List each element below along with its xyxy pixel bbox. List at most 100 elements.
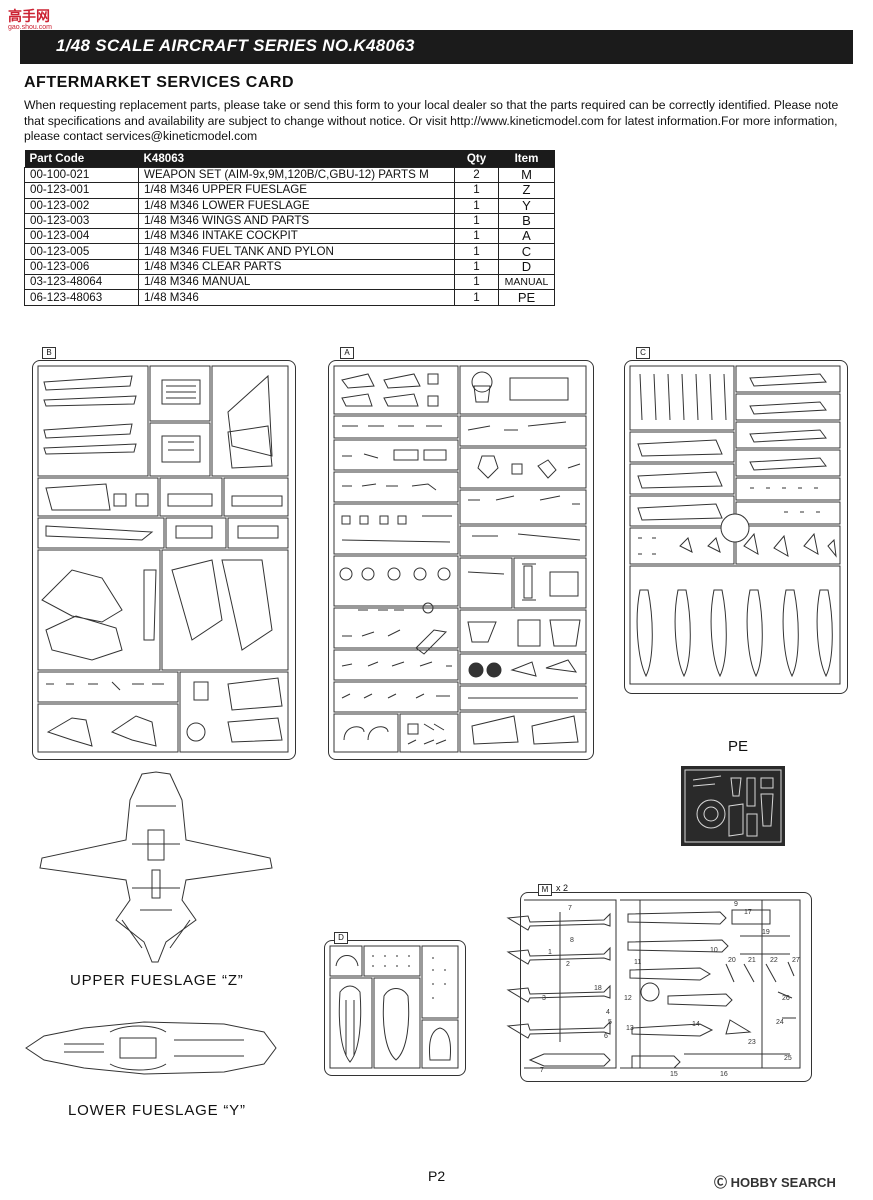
item-cell: B bbox=[498, 212, 555, 230]
sprue-m-part-number: 24 bbox=[776, 1019, 784, 1026]
item-cell: MANUAL bbox=[498, 274, 555, 291]
sprue-m-part-number: 8 bbox=[570, 937, 574, 944]
pe-fret-drawing bbox=[681, 766, 785, 846]
col-qty: Qty bbox=[454, 150, 499, 168]
item-cell: D bbox=[498, 258, 555, 276]
sprue-m-part-number: 15 bbox=[670, 1071, 678, 1078]
sprue-b-tag: B bbox=[42, 347, 56, 359]
col-part-code: Part Code bbox=[24, 150, 139, 168]
sprue-m-part-number: 3 bbox=[542, 995, 546, 1002]
item-cell: PE bbox=[498, 289, 555, 306]
sprue-m-part-number: 14 bbox=[692, 1021, 700, 1028]
sprue-m-part-number: 25 bbox=[784, 1055, 792, 1062]
qty-cell: 1 bbox=[454, 212, 499, 230]
col-item: Item bbox=[498, 150, 555, 168]
page-number: P2 bbox=[428, 1168, 446, 1184]
sprue-m-qty: x 2 bbox=[556, 883, 569, 893]
card-intro: When requesting replacement parts, pleas… bbox=[24, 98, 839, 143]
sprue-m-part-number: 2 bbox=[566, 961, 570, 968]
sprue-m-part-number: 5 bbox=[608, 1019, 612, 1026]
sprue-a bbox=[328, 360, 594, 760]
sprue-a-drawing bbox=[333, 365, 587, 753]
part-code-cell: 00-123-005 bbox=[24, 243, 139, 260]
hobbysearch-watermark: Ⓒ HOBBY SEARCH bbox=[714, 1172, 836, 1191]
part-code-cell: 00-123-004 bbox=[24, 228, 139, 245]
part-code-cell: 00-123-001 bbox=[24, 182, 139, 199]
qty-cell: 1 bbox=[454, 289, 499, 306]
sprue-b-drawing bbox=[37, 365, 289, 753]
sprue-m-part-number: 6 bbox=[604, 1033, 608, 1040]
sprue-m-part-number: 7 bbox=[540, 1067, 544, 1074]
description-cell: 1/48 M346 bbox=[138, 289, 455, 306]
item-cell: C bbox=[498, 243, 555, 260]
sprue-m-part-number: 11 bbox=[634, 959, 641, 966]
qty-cell: 1 bbox=[454, 258, 499, 276]
description-cell: 1/48 M346 LOWER FUESLAGE bbox=[138, 197, 455, 214]
sprue-m-part-number: 12 bbox=[624, 995, 632, 1002]
description-cell: 1/48 M346 WINGS AND PARTS bbox=[138, 212, 455, 230]
upper-fuselage-drawing bbox=[39, 771, 273, 963]
sprue-a-tag: A bbox=[340, 347, 354, 359]
watermark-title: 高手网 bbox=[8, 8, 50, 24]
qty-cell: 1 bbox=[454, 197, 499, 214]
part-code-cell: 00-123-003 bbox=[24, 212, 139, 230]
sprue-m-part-number: 17 bbox=[744, 909, 752, 916]
sprue-d-drawing bbox=[329, 945, 459, 1069]
sprue-d bbox=[324, 940, 466, 1076]
sprue-m-part-number: 22 bbox=[770, 957, 778, 964]
sprue-m-part-number: 20 bbox=[728, 957, 736, 964]
qty-cell: 1 bbox=[454, 182, 499, 199]
sprue-d-tag: D bbox=[334, 932, 348, 944]
lower-fuselage-label: LOWER FUESLAGE “Y” bbox=[68, 1102, 246, 1119]
page-title: 1/48 SCALE AIRCRAFT SERIES NO.K48063 bbox=[56, 36, 415, 55]
item-cell: M bbox=[498, 166, 555, 184]
hobbysearch-mark: Ⓒ bbox=[714, 1175, 728, 1190]
sprue-m-part-number: 1 bbox=[548, 949, 552, 956]
description-cell: 1/48 M346 CLEAR PARTS bbox=[138, 258, 455, 276]
item-cell: A bbox=[498, 228, 555, 245]
sprue-m-part-number: 19 bbox=[762, 929, 770, 936]
description-cell: 1/48 M346 INTAKE COCKPIT bbox=[138, 228, 455, 245]
sprue-m-part-number: 18 bbox=[594, 985, 602, 992]
hobbysearch-search: SEARCH bbox=[780, 1175, 836, 1190]
part-code-cell: 00-123-002 bbox=[24, 197, 139, 214]
qty-cell: 1 bbox=[454, 228, 499, 245]
sprue-m-tag: M bbox=[538, 884, 552, 896]
sprue-m-part-number: 9 bbox=[734, 901, 738, 908]
header-banner bbox=[20, 30, 853, 64]
description-cell: 1/48 M346 MANUAL bbox=[138, 274, 455, 291]
lower-fuselage-drawing bbox=[25, 1021, 277, 1075]
part-code-cell: 06-123-48063 bbox=[24, 289, 139, 306]
description-cell: WEAPON SET (AIM-9x,9M,120B/C,GBU-12) PAR… bbox=[138, 166, 455, 184]
sprue-m-part-number: 21 bbox=[748, 957, 756, 964]
sprue-m-part-number: 7 bbox=[568, 905, 572, 912]
watermark-url: gao.shou.com bbox=[8, 24, 52, 31]
card-title: AFTERMARKET SERVICES CARD bbox=[24, 74, 294, 91]
part-code-cell: 03-123-48064 bbox=[24, 274, 139, 291]
sprue-m-part-number: 4 bbox=[606, 1009, 610, 1016]
sprue-m-part-number: 10 bbox=[710, 947, 718, 954]
table-header-row: Part Code K48063 Qty Item bbox=[24, 150, 555, 168]
sprue-c-tag: C bbox=[636, 347, 650, 359]
description-cell: 1/48 M346 FUEL TANK AND PYLON bbox=[138, 243, 455, 260]
sprue-m-part-number: 27 bbox=[792, 957, 800, 964]
watermark-logo: 高手网 gao.shou.com bbox=[8, 6, 52, 31]
sprue-m-part-number: 13 bbox=[626, 1025, 634, 1032]
part-code-cell: 00-100-021 bbox=[24, 166, 139, 184]
sprue-m-part-number: 16 bbox=[720, 1071, 728, 1078]
upper-fuselage-label: UPPER FUESLAGE “Z” bbox=[70, 972, 244, 989]
item-cell: Z bbox=[498, 182, 555, 199]
sprue-m-part-number: 23 bbox=[748, 1039, 756, 1046]
item-cell: Y bbox=[498, 197, 555, 214]
qty-cell: 1 bbox=[454, 243, 499, 260]
